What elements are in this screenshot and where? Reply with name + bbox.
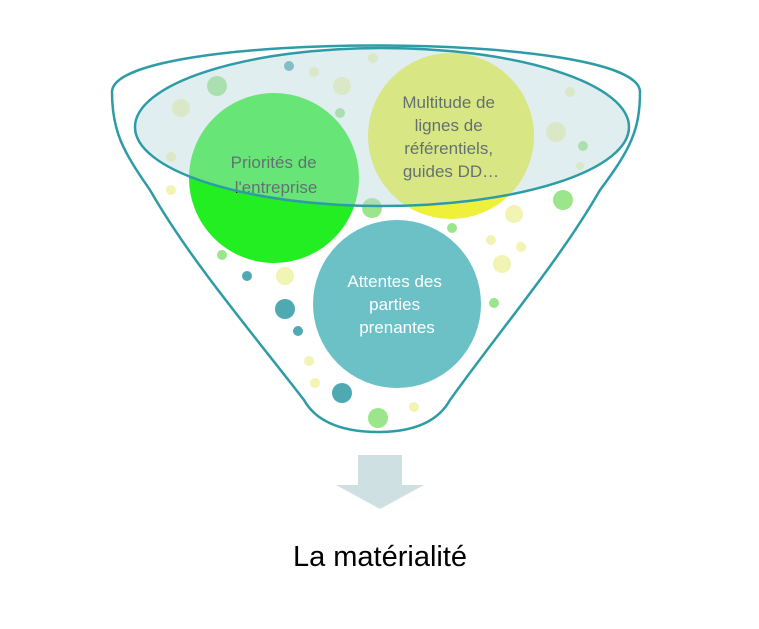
priorities-circle-shape [187, 91, 361, 265]
frameworks-circle: Multitude de lignes de référentiels, gui… [366, 51, 536, 221]
bubble [335, 108, 345, 118]
bubble [565, 87, 575, 97]
bubble [172, 99, 190, 117]
frameworks-line-3: référentiels, [404, 139, 493, 158]
bubble [284, 61, 294, 71]
stakeholders-line-1: Attentes des [347, 272, 442, 291]
bubble [578, 141, 588, 151]
bubble [447, 223, 457, 233]
bubble [516, 242, 526, 252]
bubble [333, 77, 351, 95]
bubble [332, 383, 352, 403]
down-arrow-icon [336, 455, 424, 509]
stakeholders-circle: Attentes des parties prenantes [311, 218, 483, 390]
bubble [409, 402, 419, 412]
bubble [166, 152, 176, 162]
priorities-line-2: l'entreprise [235, 178, 318, 197]
bubble [493, 255, 511, 273]
bubble [310, 378, 320, 388]
decorative-bubbles [166, 53, 588, 428]
stakeholders-line-2: parties [369, 295, 420, 314]
priorities-circle: Priorités de l'entreprise [187, 91, 361, 265]
bubble [276, 267, 294, 285]
frameworks-circle-text: Multitude de lignes de référentiels, gui… [402, 93, 499, 181]
bubble [546, 122, 566, 142]
bubble [489, 298, 499, 308]
stakeholders-circle-text: Attentes des parties prenantes [347, 272, 446, 337]
frameworks-line-4: guides DD… [403, 162, 499, 181]
bubble [553, 190, 573, 210]
funnel-rim-overlay [133, 46, 631, 208]
bubble [309, 67, 319, 77]
stakeholders-line-3: prenantes [359, 318, 435, 337]
bubble [304, 356, 314, 366]
bubble [505, 205, 523, 223]
bubble [368, 53, 378, 63]
materiality-caption: La matérialité [293, 541, 467, 573]
frameworks-line-2: lignes de [415, 116, 483, 135]
priorities-circle-text: Priorités de l'entreprise [231, 153, 322, 197]
bubble [275, 299, 295, 319]
frameworks-line-1: Multitude de [402, 93, 495, 112]
stakeholders-circle-shape [311, 218, 483, 390]
bubble [217, 250, 227, 260]
bubble [486, 235, 496, 245]
bubble [362, 198, 382, 218]
bubble [576, 162, 584, 170]
priorities-line-1: Priorités de [231, 153, 317, 172]
bubble [166, 185, 176, 195]
bubble [242, 271, 252, 281]
bubble [368, 408, 388, 428]
bubble [293, 326, 303, 336]
bubble [207, 76, 227, 96]
